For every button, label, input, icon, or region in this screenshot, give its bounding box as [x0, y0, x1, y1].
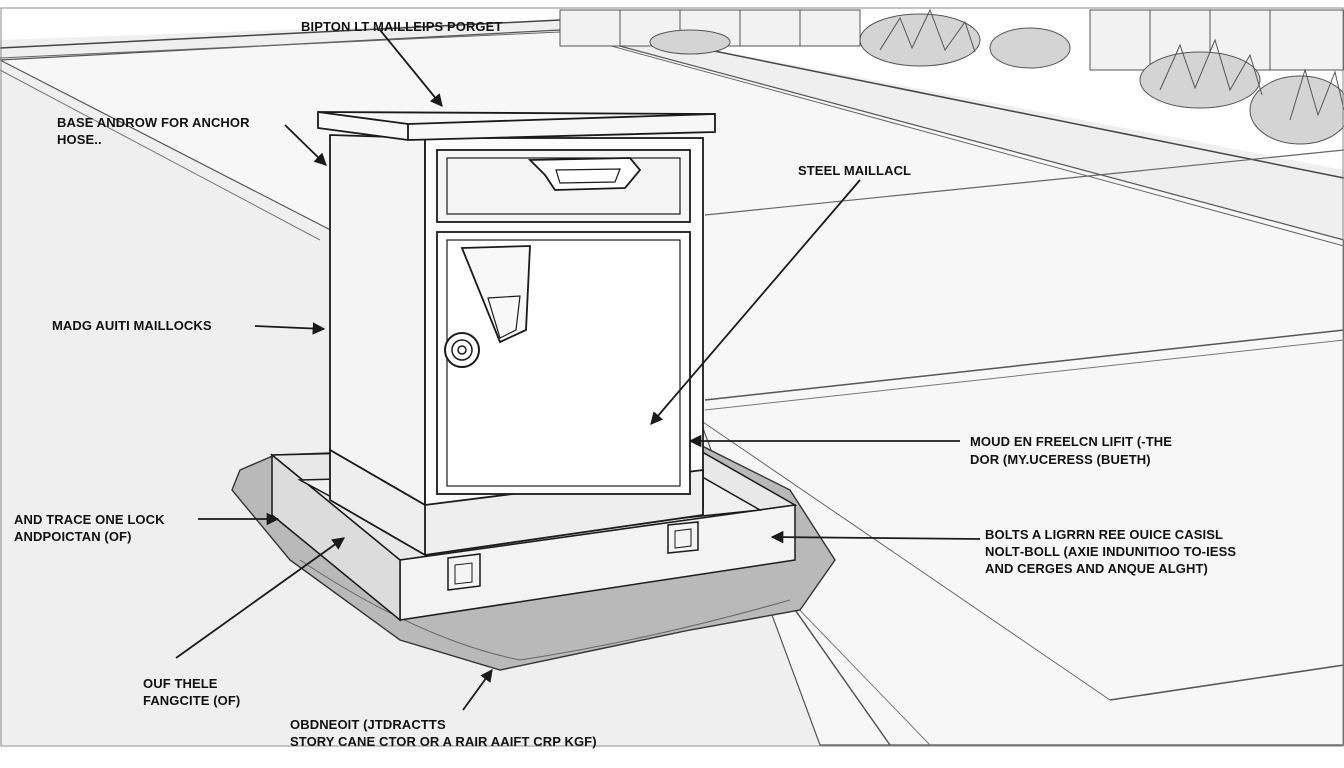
anchor-brackets — [447, 521, 699, 591]
label-mould-line2: DOR (MY.UCERESS (BUETH) — [970, 452, 1151, 467]
tarp-fold — [299, 559, 791, 661]
sidewalk-edge — [789, 599, 931, 746]
foliage — [649, 8, 1344, 145]
label-base-line1: BASE ANDROW FOR ANCHOR — [57, 115, 250, 130]
leader-base — [284, 124, 327, 166]
mailbox — [317, 111, 716, 556]
leader-bolts — [770, 530, 981, 544]
road-seam — [704, 329, 1344, 401]
label-steel: STEEL MAILLACL — [798, 163, 912, 178]
label-trace-line2: ANDPOICTAN (OF) — [14, 529, 132, 544]
label-trace-line1: AND TRACE ONE LOCK — [14, 512, 165, 527]
leader-ouf — [175, 537, 346, 659]
label-top: BIPTON LT MAILLEIPS PORGET — [301, 19, 503, 34]
label-bolts-line1: BOLTS A LIGRRN REE OUICE CASISL — [985, 527, 1224, 542]
label-bottom-line2: STORY CANE CTOR OR A RAIR AAIFT CRP KGF) — [290, 734, 597, 749]
leader-steel — [650, 179, 861, 425]
label-base-line2: HOSE.. — [57, 132, 102, 147]
road-seam — [704, 339, 1344, 411]
label-ouf-line1: OUF THELE — [143, 676, 218, 691]
lock-icon — [444, 332, 480, 368]
label-made: MADG AUITI MAILLOCKS — [52, 318, 212, 333]
label-bolts-line2: NOLT‑BOLL (AXIE INDUNITIOO TO‑IESS — [985, 544, 1237, 559]
road-seam — [1109, 664, 1344, 701]
label-mould-line1: MOUD EN FREELCN LIFIT (‑THE — [970, 434, 1173, 449]
leader-top — [379, 29, 443, 107]
road-line — [0, 69, 321, 241]
label-ouf-line2: FANGCITE (OF) — [143, 693, 241, 708]
leader-made — [254, 322, 326, 335]
label-bottom-line1: OBDNEOIT (JTDRACTTS — [290, 717, 446, 732]
frame — [0, 7, 1344, 747]
road-seam — [699, 419, 1111, 701]
label-bolts-line3: AND CERGES AND ANQUE ALGHT) — [985, 561, 1208, 576]
leader-bottom — [462, 668, 493, 711]
leader-lines — [175, 29, 981, 711]
road-seam — [704, 149, 1344, 216]
